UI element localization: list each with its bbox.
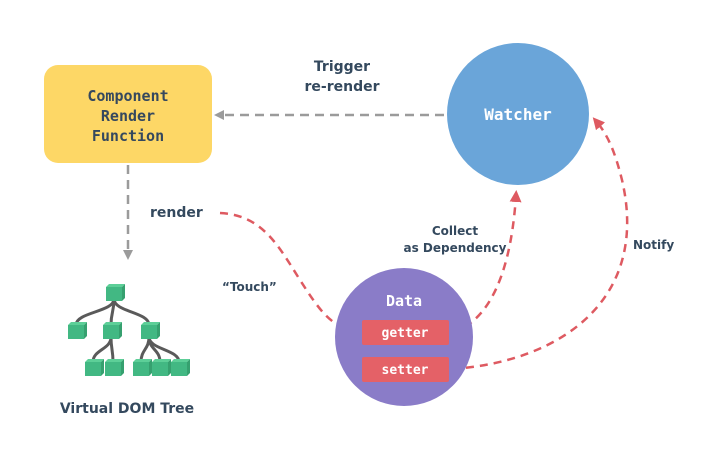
data-label: Data	[386, 292, 422, 310]
getter-box: getter	[362, 320, 449, 345]
data-node: Data getter setter	[335, 268, 473, 406]
component-label-line-2: Render	[101, 107, 155, 125]
getter-label: getter	[382, 326, 429, 341]
virtual-dom-tree-label: Virtual DOM Tree	[60, 401, 194, 417]
tree-node-cube	[103, 322, 122, 339]
virtual-dom-tree-icon	[68, 284, 190, 376]
tree-node-cube	[171, 359, 190, 376]
tree-node-cube	[152, 359, 171, 376]
notify-label: Notify	[633, 238, 674, 252]
collect-label-line-2: as Dependency	[404, 241, 507, 255]
touch-label: “Touch”	[222, 280, 277, 294]
tree-node-cube	[106, 284, 125, 301]
tree-node-cube	[68, 322, 87, 339]
collect-dependency-arrow	[451, 190, 522, 334]
tree-edge	[74, 298, 116, 326]
watcher-label: Watcher	[484, 105, 551, 124]
component-label-line-3: Function	[92, 127, 164, 145]
tree-edge	[139, 336, 151, 363]
trigger-label-line-2: re-render	[305, 79, 380, 95]
collect-label-line-1: Collect	[432, 224, 479, 238]
tree-edge	[91, 336, 113, 363]
trigger-label-line-1: Trigger	[314, 59, 370, 75]
tree-node-cube	[141, 322, 160, 339]
tree-node-cube	[133, 359, 152, 376]
component-label-line-1: Component	[87, 87, 168, 105]
watcher-node: Watcher	[447, 43, 589, 185]
touch-arrow	[219, 211, 357, 335]
tree-edge	[109, 336, 115, 363]
render-label: render	[150, 205, 203, 221]
notify-arrow	[451, 117, 629, 371]
tree-node-cube	[85, 359, 104, 376]
tree-node-cube	[105, 359, 124, 376]
component-render-function-node: Component Render Function	[44, 65, 212, 163]
setter-box: setter	[362, 357, 449, 382]
tree-edge	[112, 298, 151, 326]
setter-label: setter	[382, 363, 429, 378]
